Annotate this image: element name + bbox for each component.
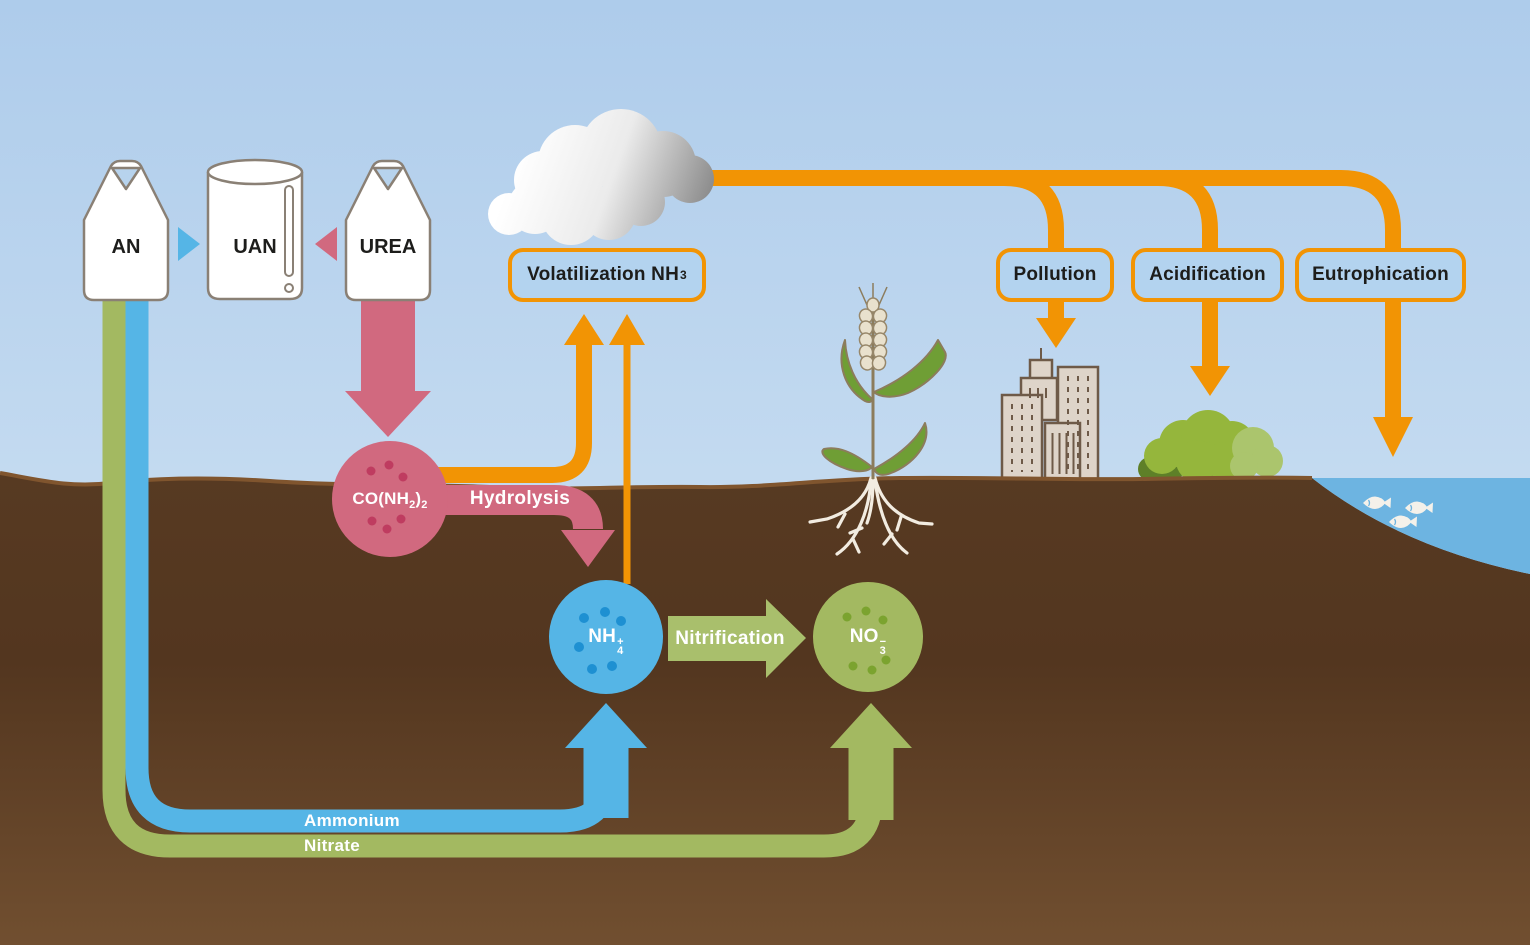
bush-icon [1138, 410, 1283, 483]
nitrate-pipe-label: Nitrate [304, 836, 360, 855]
soil [0, 473, 1530, 945]
acidification-label: Acidification [1149, 264, 1266, 285]
impact-arrowheads [1036, 318, 1413, 457]
urea-flow-pipes [361, 300, 603, 531]
roots [808, 476, 934, 556]
nitrate-molecule-dots [842, 606, 891, 675]
atmosphere-flow-pipes [655, 170, 1401, 418]
nitrification-arrow [668, 599, 806, 678]
volatilization-label: Volatilization NH [527, 264, 679, 285]
acidification-arrowhead [1190, 366, 1230, 396]
soil-surface-edge [0, 471, 1313, 491]
pollution-label: Pollution [1013, 264, 1097, 285]
pollution-branch-pipe [1003, 170, 1064, 319]
hydrolysis-arrow-shaft [426, 485, 603, 531]
urea-molecule-dots [366, 460, 408, 534]
ammonium-molecule [549, 580, 663, 694]
ammonium-formula: NH+4 [588, 626, 624, 657]
volatilization-arrowheads [564, 314, 645, 345]
uan-tank-icon [206, 158, 304, 301]
nitrate-molecule [813, 582, 923, 692]
eutrophication-arrowhead [1373, 417, 1413, 457]
acidification-branch-pipe [1157, 170, 1218, 367]
fish-icon [1405, 501, 1433, 514]
nitrate-pipe [102, 296, 894, 858]
nitrate-formula: NO−3 [849, 626, 887, 657]
ammonium-molecule-dots [574, 607, 626, 674]
fish-icon [1389, 515, 1417, 528]
pollution-arrowhead [1036, 318, 1076, 348]
nitrification-label: Nitrification [675, 628, 785, 649]
eutrophication-label: Eutrophication [1312, 264, 1449, 285]
urea-molecule [332, 441, 448, 557]
urea-to-uan-arrow [315, 227, 337, 261]
ammonium-pipe-label: Ammonium [304, 811, 400, 830]
cloud-icon [488, 109, 714, 245]
uan-label: UAN [233, 236, 277, 258]
wheat-plant-icon [808, 283, 947, 556]
urea-formula: CO(NH2)2 [352, 489, 428, 511]
wheat-ear [858, 297, 888, 371]
volatilization-arrow-thick [438, 344, 592, 483]
an-bag-icon [82, 159, 170, 302]
main-emission-pipe [655, 170, 1401, 418]
urea-flow-arrowheads [345, 391, 615, 567]
an-label: AN [111, 236, 141, 258]
ammonium-pipe [125, 296, 629, 833]
volatilization-arrows [438, 344, 631, 584]
an-to-uan-arrow [178, 227, 200, 261]
urea-label: UREA [359, 236, 417, 258]
eutrophication-label-box: Eutrophication [1295, 248, 1466, 302]
ammonium-arrowhead [565, 703, 647, 748]
hydrolysis-label: Hydrolysis [469, 488, 571, 509]
acidification-label-box: Acidification [1131, 248, 1284, 302]
pollution-label-box: Pollution [996, 248, 1114, 302]
fish-icon [1363, 496, 1391, 509]
fish-icons [1363, 496, 1433, 528]
wheat-leaves [821, 339, 947, 476]
fertilizer-containers [82, 158, 432, 302]
nitrate-arrowhead [830, 703, 912, 748]
